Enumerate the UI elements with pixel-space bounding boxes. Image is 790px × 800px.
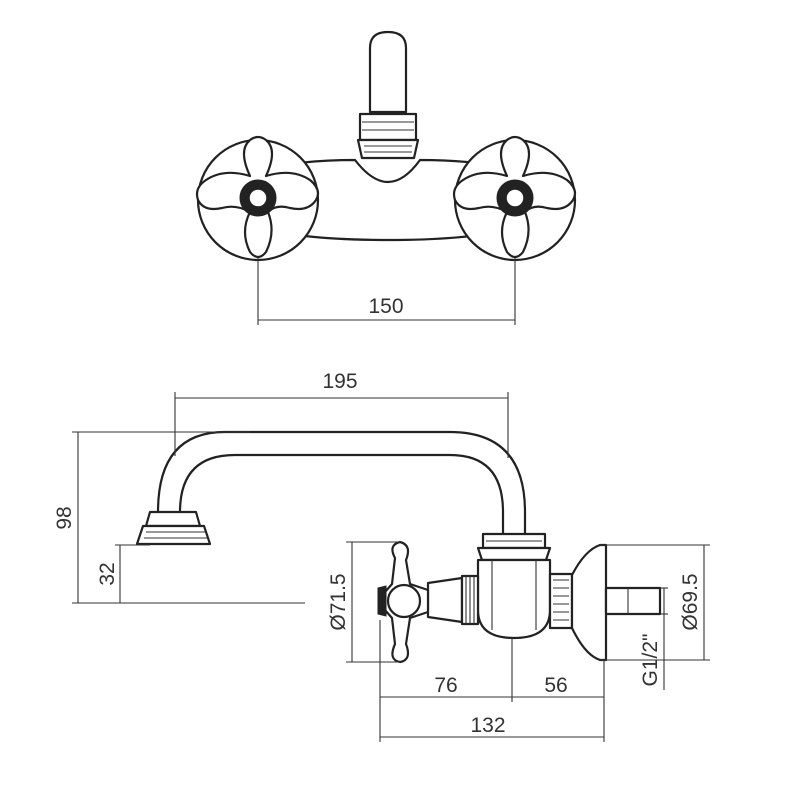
dim-spout-reach: 195 bbox=[174, 370, 509, 458]
dim-depth-group: 76 56 132 bbox=[379, 620, 605, 742]
side-inlet-pipe bbox=[604, 586, 662, 616]
dim-handle-diameter-label: Ø71.5 bbox=[327, 573, 350, 630]
front-spout-nut bbox=[356, 138, 420, 160]
dim-handle-to-axis-label: 76 bbox=[434, 674, 457, 697]
dim-total-depth-label: 132 bbox=[470, 714, 505, 737]
dim-total-height-label: 98 bbox=[53, 506, 76, 529]
dim-handle-diameter: Ø71.5 bbox=[327, 541, 400, 663]
side-spout-outlet bbox=[144, 510, 202, 528]
dim-rosette-diameter: Ø69.5 bbox=[600, 544, 710, 661]
side-spout-inner bbox=[178, 453, 505, 536]
side-spout-outer bbox=[156, 430, 527, 536]
side-view: 195 98 32 Ø71.5 76 bbox=[53, 370, 710, 742]
dim-center-distance-label: 150 bbox=[368, 295, 403, 318]
dim-rosette-diameter-label: Ø69.5 bbox=[679, 573, 702, 630]
dim-center-distance: 150 bbox=[257, 258, 516, 325]
dim-outlet-height-label: 32 bbox=[96, 562, 119, 585]
dim-axis-to-wall-label: 56 bbox=[544, 674, 567, 697]
side-valve-body bbox=[476, 558, 552, 640]
dim-spout-reach-label: 195 bbox=[322, 370, 357, 393]
dim-outlet-height: 32 bbox=[72, 544, 305, 604]
front-spout-pipe bbox=[368, 30, 408, 114]
side-wall-rosette bbox=[570, 543, 608, 662]
side-bonnet bbox=[426, 576, 464, 624]
dim-total-height: 98 bbox=[53, 431, 250, 603]
front-spout-collar bbox=[358, 112, 418, 142]
front-view: 150 bbox=[195, 30, 577, 325]
